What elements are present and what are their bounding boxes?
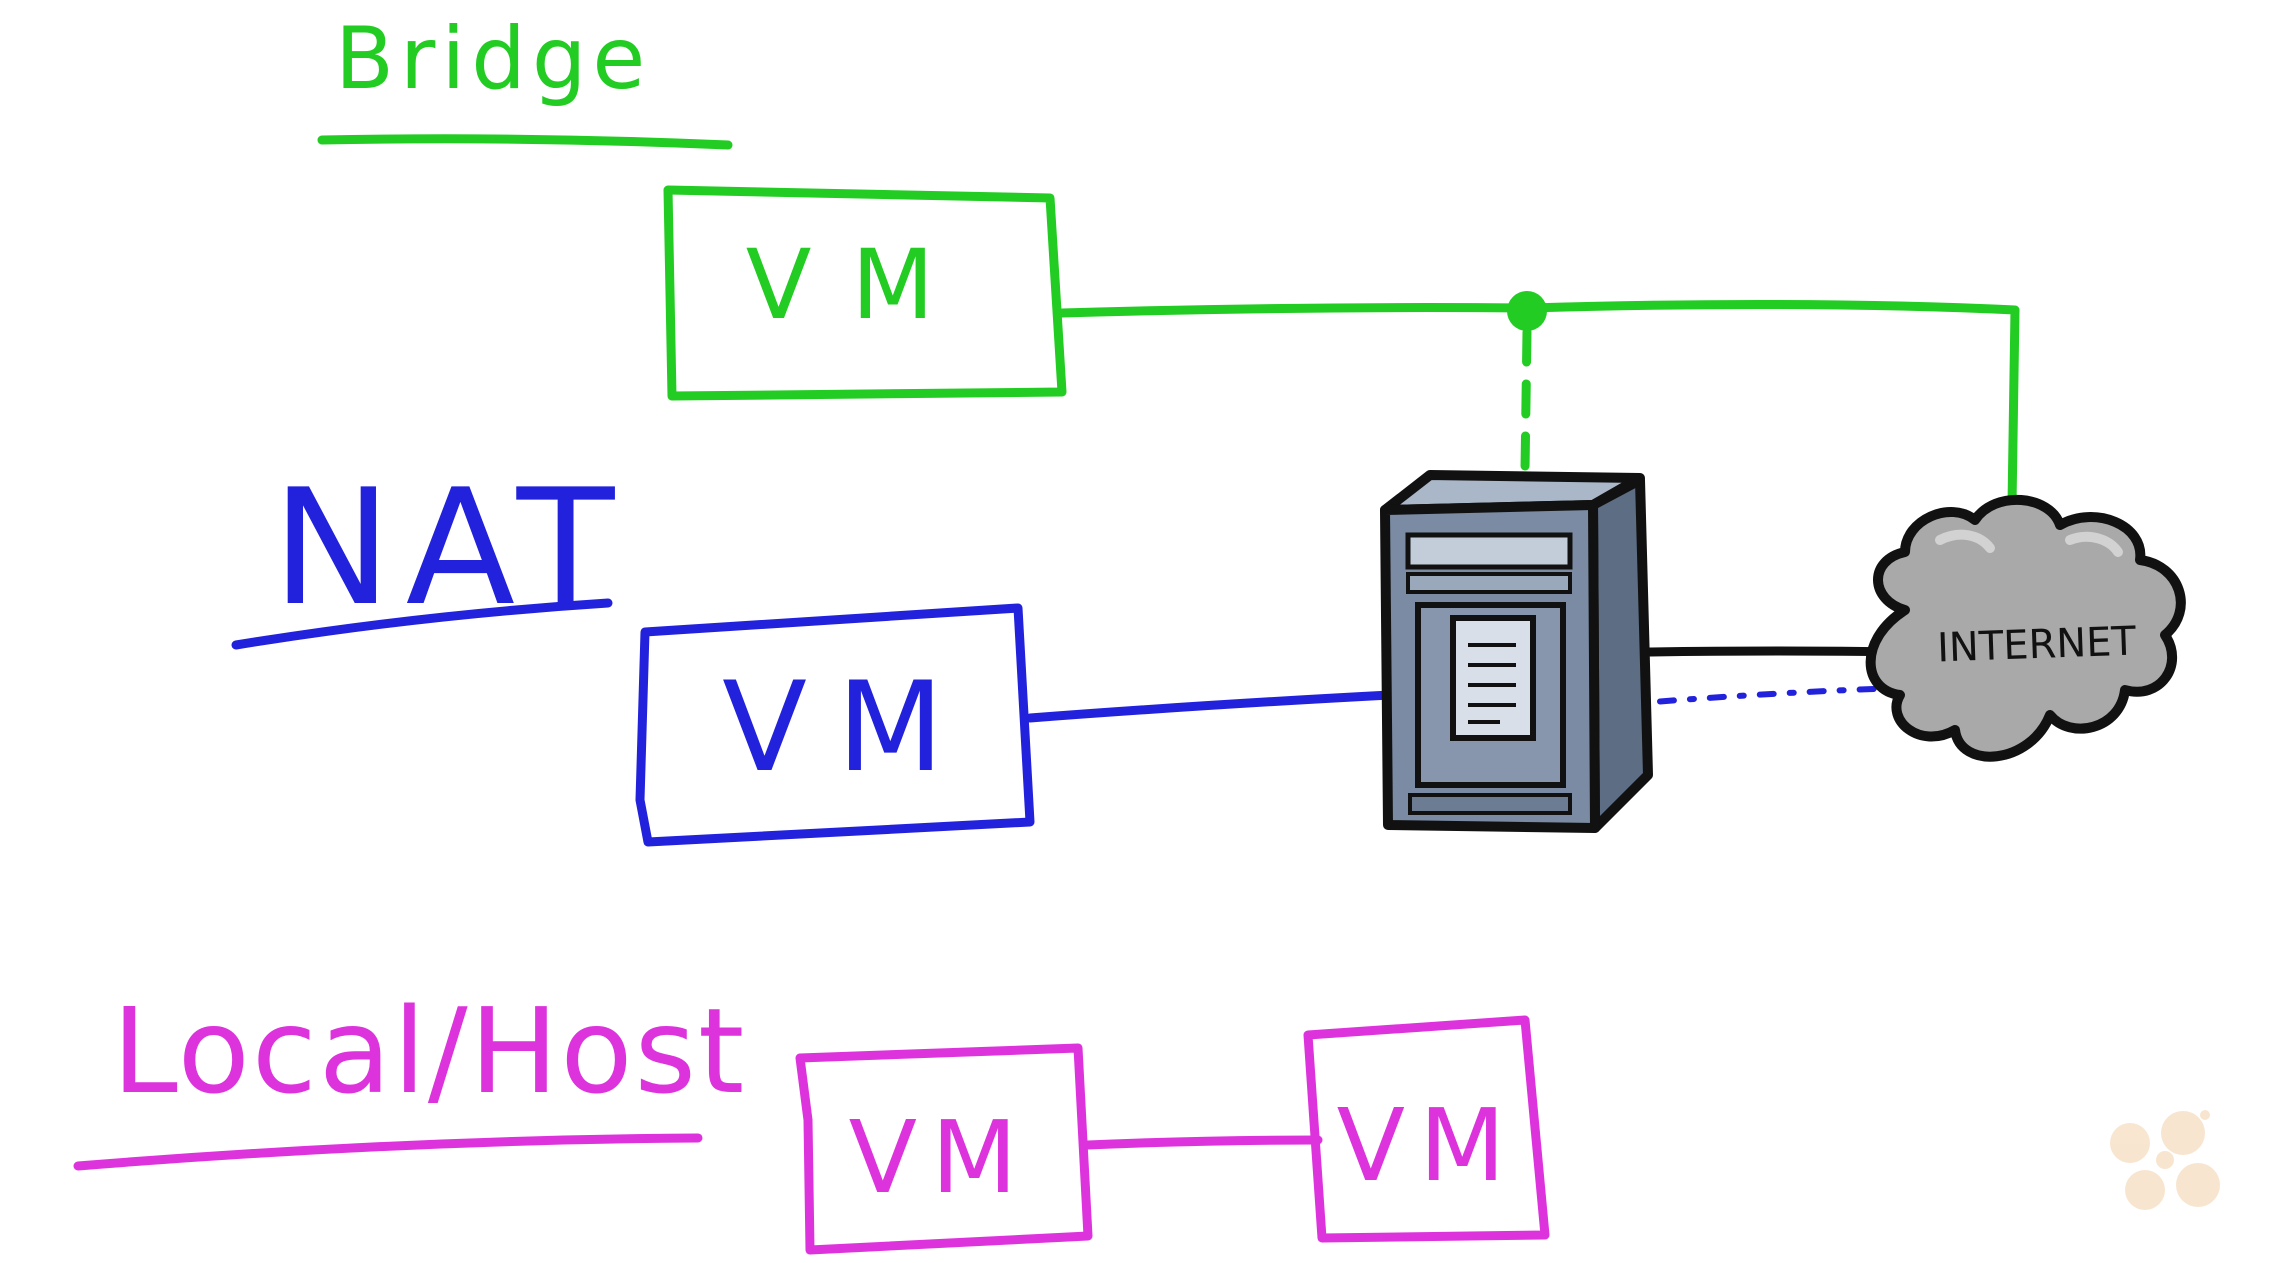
host-vm2-label: VM — [1337, 1087, 1520, 1204]
host-vm1-label: VM — [849, 1099, 1032, 1216]
nat-section: NAT VM — [231, 454, 1903, 847]
bridge-host-dashed-link — [1520, 327, 1532, 475]
dots-logo-icon — [2110, 1110, 2220, 1210]
nat-vm-box — [635, 603, 1035, 847]
host-vm2-box — [1303, 1015, 1550, 1243]
nat-vm-label: VM — [722, 656, 974, 800]
host-vm1-box — [795, 1043, 1093, 1255]
bridge-vm-label: VM — [746, 229, 975, 341]
bridge-junction-dot — [1507, 291, 1547, 331]
bridge-vm-box — [663, 185, 1067, 401]
host-internet-link — [1643, 646, 1910, 657]
host-vm-link-line — [1083, 1135, 1323, 1150]
bridge-title-underline — [317, 134, 733, 150]
server-tower-icon — [1380, 470, 1653, 833]
nat-dotted-internet-link — [1637, 685, 1903, 706]
bridge-title: Bridge — [335, 9, 651, 109]
nat-title-underline — [231, 598, 613, 650]
nat-link-line — [1025, 690, 1395, 723]
bridge-section: Bridge VM — [317, 9, 2020, 510]
internet-label: INTERNET — [1936, 619, 2137, 672]
host-section: Local/Host VM VM — [73, 982, 1550, 1255]
host-title: Local/Host — [112, 982, 746, 1120]
cloud-icon — [1865, 495, 2186, 762]
host-title-underline — [73, 1133, 703, 1171]
